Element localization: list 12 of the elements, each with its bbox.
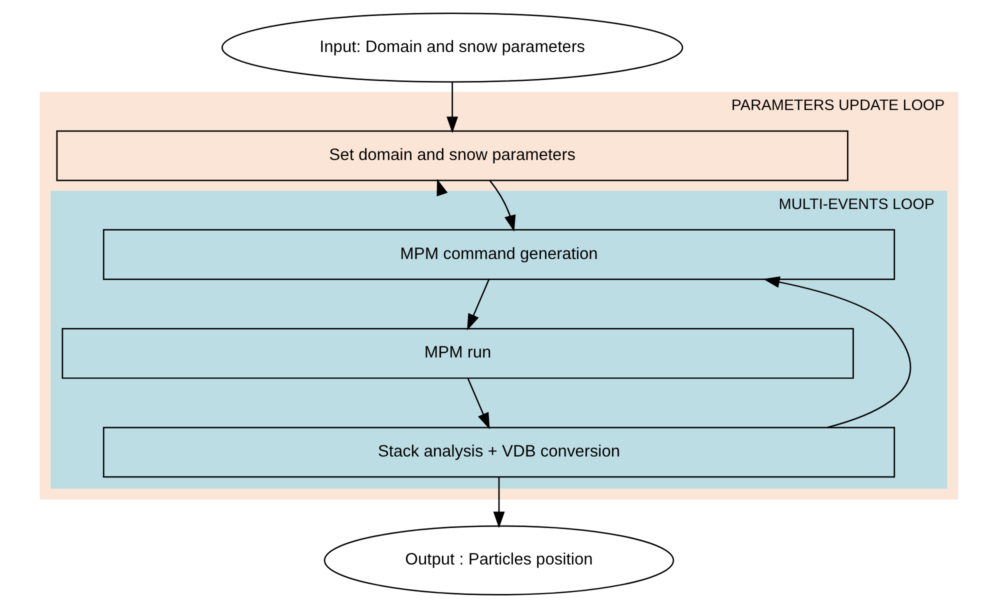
arrow bbox=[489, 180, 516, 232]
node-box: MPM run bbox=[61, 328, 854, 379]
arrow bbox=[762, 276, 910, 428]
arrow bbox=[492, 477, 504, 528]
node-ellipse: Input: Domain and snow parameters bbox=[220, 12, 683, 83]
arrow bbox=[466, 279, 489, 330]
arrow bbox=[466, 378, 490, 430]
node-box: Set domain and snow parameters bbox=[56, 130, 848, 182]
node-ellipse: Output : Particles position bbox=[323, 525, 674, 596]
arrow bbox=[446, 82, 458, 134]
node-box: Stack analysis + VDB conversion bbox=[102, 426, 895, 478]
node-box: MPM command generation bbox=[102, 229, 895, 280]
